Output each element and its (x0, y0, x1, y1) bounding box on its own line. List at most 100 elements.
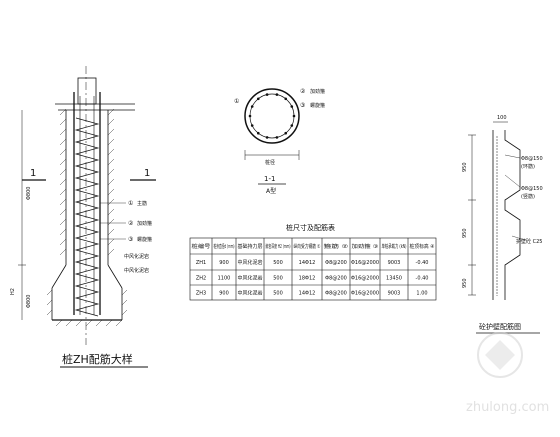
table-cell: 500 (273, 291, 283, 297)
soil-hatch-left (46, 108, 67, 316)
table-header-cell: 纵向受力钢筋 ① (294, 243, 321, 250)
table-cell: ZH3 (196, 291, 206, 297)
table-cell: 中风化泥岩 (237, 259, 262, 266)
rebar-dot (290, 124, 294, 127)
callout-2-label: 加劲箍 (137, 220, 152, 227)
wall-detail (468, 121, 526, 300)
section-outer-circle (244, 88, 300, 144)
table-cell: Φ16@2000 (351, 291, 379, 297)
wall-outer-profile (504, 130, 521, 300)
callout-1: ① (128, 200, 133, 207)
wall-dim-1: 950 (462, 162, 468, 172)
table-cell: 中风化泥岩 (237, 275, 262, 282)
wall-title: 砼护壁配筋图 (479, 322, 521, 331)
rebar-dot (250, 124, 254, 127)
table-cell: 1100 (218, 276, 231, 282)
pile-table: 桩尺寸及配筋表 桩编号桩身直径d (mm)基础持力层嵌岩深度 H2 (mm)纵向… (189, 223, 437, 301)
section-title: 1-1 (264, 175, 275, 183)
table-cell: 900 (219, 260, 229, 266)
section-labels: ① ② ③ 加劲箍 螺旋箍 桩径 1-1 A型 (234, 88, 325, 195)
section-label-2: 加劲箍 (310, 88, 325, 95)
table-cell: ZH1 (196, 260, 206, 266)
table-header-cell: 加劲箍 ③ (352, 243, 379, 250)
table-cells: 桩编号桩身直径d (mm)基础持力层嵌岩深度 H2 (mm)纵向受力钢筋 ①箍筋… (192, 243, 435, 297)
wall-label-concrete: 护壁砼 C25 (516, 238, 542, 245)
section-mark-left: 1 (30, 168, 36, 179)
bell-left (51, 264, 67, 289)
dim-h2: H2 (10, 288, 16, 295)
rebar-dot (265, 93, 269, 96)
rebar-dot (265, 136, 269, 139)
table-header-cell: 单桩承载力 (kN) (382, 243, 407, 250)
wall-labels: 100 950 950 950 Φ8@150 (环筋) Φ8@150 (竖筋) … (462, 115, 543, 334)
table-grid (189, 237, 437, 301)
spiral-path (74, 117, 100, 317)
rebar-dot (257, 97, 260, 101)
table-title: 桩尺寸及配筋表 (286, 223, 335, 232)
bell-right (107, 264, 123, 289)
table-cell: 500 (273, 276, 283, 282)
table-header-cell: 桩身直径d (mm) (214, 243, 235, 250)
table-header-cell: 桩顶标高 ④ (410, 243, 435, 250)
section-1-1 (244, 88, 300, 160)
table-cell: 1.00 (416, 291, 427, 297)
section-mark-right: 1 (144, 168, 150, 179)
wall-label-1: Φ8@150 (521, 156, 543, 162)
table-cell: 9003 (388, 291, 401, 297)
soil-label-1: 中风化泥岩 (124, 253, 149, 260)
pile-detail-title: 桩ZH配筋大样 (62, 352, 133, 366)
table-header-cell: 桩编号 (192, 243, 211, 250)
section-callout-1: ① (234, 98, 239, 105)
table-cell: 中风化泥岩 (237, 290, 262, 297)
dim-phi-1: Φ800 (26, 187, 32, 200)
table-header-cell: 基础持力层 (238, 243, 263, 250)
section-callout-2: ② (300, 88, 306, 95)
spiral-stirrup (74, 117, 100, 317)
table-cell: Φ8@200 (325, 276, 347, 282)
table-cell: Φ8@200 (325, 291, 347, 297)
table-cell: Φ8@200 (325, 260, 347, 266)
soil-label-2: 中风化泥岩 (124, 267, 149, 274)
table-cell: 13450 (386, 276, 402, 282)
callout-3: ③ (128, 236, 133, 243)
table-cell: 500 (273, 260, 283, 266)
rebar-dot (290, 105, 294, 108)
callout-3-label: 螺旋箍 (137, 236, 152, 243)
wall-label-vertical: (竖筋) (521, 193, 535, 200)
rebar-dot (275, 93, 279, 96)
section-rebar-dots (248, 93, 296, 139)
table-header-cell: 箍筋 ② (324, 243, 350, 250)
rebar-dot (257, 131, 260, 135)
table-header-cell: 嵌岩深度 H2 (mm) (266, 243, 291, 250)
soil-hatch-right (107, 108, 128, 316)
table-cell: Φ16@2000 (351, 260, 379, 266)
table-cell: 900 (219, 291, 229, 297)
wall-dim-2: 950 (462, 228, 468, 238)
pile-detail (46, 66, 135, 345)
section-dim-label: 桩径 (265, 159, 275, 166)
table-cell: 14Φ12 (299, 291, 316, 297)
rebar-dot (284, 97, 288, 101)
table-cell: 14Φ12 (299, 260, 316, 266)
table-cell: Φ16@2000 (351, 276, 379, 282)
watermark: zhulong.com (466, 332, 549, 415)
section-label-3: 螺旋箍 (310, 102, 325, 109)
rebar-dot (275, 136, 279, 139)
wall-label-ring: (环筋) (521, 163, 535, 170)
callout-2: ② (128, 220, 134, 227)
rebar-dot (250, 105, 254, 108)
watermark-text: zhulong.com (466, 400, 549, 415)
table-cell: 18Φ12 (299, 276, 316, 282)
section-callout-3: ③ (300, 102, 305, 109)
callout-1-label: 主筋 (137, 200, 147, 207)
table-cell: -0.40 (416, 260, 429, 266)
section-rebar-ring (249, 93, 295, 139)
table-cell: ZH2 (196, 276, 206, 282)
rebar-dot (292, 114, 296, 118)
wall-dim-top: 100 (497, 115, 507, 121)
table-cell: 9003 (388, 260, 401, 266)
table-cell: -0.40 (416, 276, 429, 282)
rebar-dot (248, 114, 252, 118)
section-subtitle: A型 (266, 187, 276, 195)
